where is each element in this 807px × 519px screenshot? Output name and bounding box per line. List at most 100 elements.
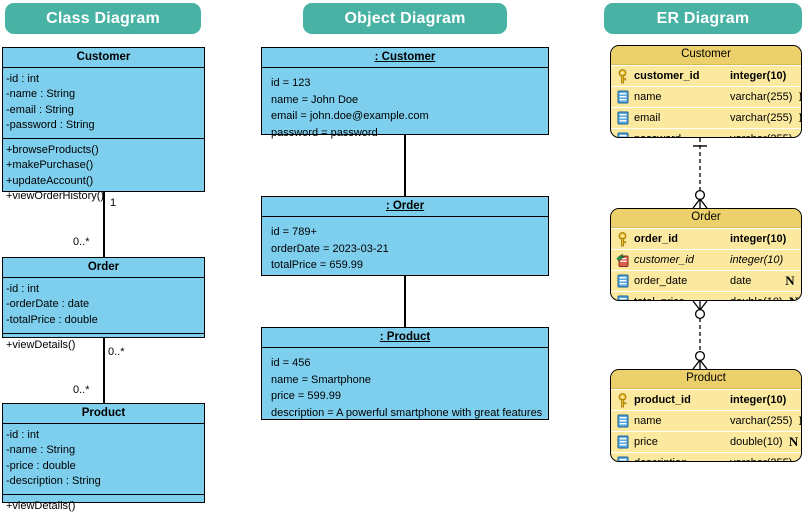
class-methods-customer: +browseProducts() +makePurchase() +updat… <box>3 138 204 209</box>
column-icon <box>611 90 634 104</box>
class-attributes-product: -id : int -name : String -price : double… <box>3 424 204 494</box>
er-column-type: varchar(255) <box>730 133 792 137</box>
object-slot: name = Smartphone <box>271 373 371 386</box>
er-column-row[interactable]: name varchar(255) N <box>611 410 801 431</box>
class-attribute: -id : int <box>6 283 40 295</box>
er-column-type: varchar(255) <box>730 91 793 103</box>
class-box-product[interactable]: Product -id : int -name : String -price … <box>2 403 205 512</box>
object-name-order: : Order <box>262 197 548 217</box>
object-link-order-product <box>404 276 406 327</box>
er-column-type: integer(10) <box>730 394 787 406</box>
er-table-order[interactable]: Order order_id integer(10) customer_id i… <box>610 208 802 301</box>
object-link-customer-order <box>404 135 406 196</box>
association-multiplicity: 0..* <box>108 346 125 358</box>
association-multiplicity: 0..* <box>73 384 90 396</box>
er-column-name: order_date <box>634 275 688 287</box>
er-column-name: email <box>634 112 661 124</box>
class-attribute: -price : double <box>6 459 76 472</box>
association-line-order-product <box>103 338 105 403</box>
er-column-name: total_price <box>634 296 730 300</box>
er-column-nullable: N <box>792 110 801 126</box>
class-methods-order: +viewDetails() <box>3 332 204 358</box>
key-icon <box>611 392 634 408</box>
foreign-key-icon <box>611 253 634 267</box>
er-column-type: date <box>730 275 752 287</box>
er-column-type: varchar(255) <box>730 457 792 461</box>
er-column-row[interactable]: description varchar(255) N <box>611 452 801 461</box>
column-icon <box>611 111 634 125</box>
er-column-type: varchar(255) <box>730 415 793 427</box>
er-table-name-customer: Customer <box>611 46 801 65</box>
class-attribute: -id : int <box>6 73 40 85</box>
object-slot: id = 789+ <box>271 226 317 238</box>
class-attribute: -orderDate : date <box>6 298 90 311</box>
er-column-name: customer_id <box>634 254 694 266</box>
er-column-row[interactable]: customer_id integer(10) <box>611 249 801 270</box>
class-box-customer[interactable]: Customer -id : int -name : String -email… <box>2 47 205 202</box>
object-slot: description = A powerful smartphone with… <box>271 406 543 419</box>
er-column-nullable: N <box>792 131 801 137</box>
er-column-nullable: N <box>783 294 801 300</box>
class-name-product: Product <box>3 404 204 424</box>
er-table-name-order: Order <box>611 209 801 228</box>
er-column-row[interactable]: password varchar(255) N <box>611 128 801 137</box>
class-attributes-customer: -id : int -name : String -email : String… <box>3 68 204 138</box>
object-slots-order: id = 789+ orderDate = 2023-03-21 totalPr… <box>262 217 548 282</box>
class-name-customer: Customer <box>3 48 204 68</box>
er-table-product[interactable]: Product product_id integer(10) name varc… <box>610 369 802 462</box>
er-column-name: price <box>634 436 658 448</box>
column-icon <box>611 274 634 288</box>
er-column-type: double(10) <box>730 296 783 300</box>
er-column-row[interactable]: order_id integer(10) <box>611 228 801 249</box>
er-column-row[interactable]: email varchar(255) N <box>611 107 801 128</box>
er-relationship-customer-order <box>692 138 708 208</box>
er-column-type: integer(10) <box>730 254 784 266</box>
class-attributes-order: -id : int -orderDate : date -totalPrice … <box>3 278 204 333</box>
column-icon <box>611 456 634 461</box>
object-box-order[interactable]: : Order id = 789+ orderDate = 2023-03-21… <box>261 196 549 276</box>
section-title-class-diagram: Class Diagram <box>46 9 160 27</box>
er-column-nullable: N <box>792 455 801 461</box>
er-column-nullable: N <box>792 89 801 105</box>
object-slots-product: id = 456 name = Smartphone price = 599.9… <box>262 348 548 429</box>
er-column-name: name <box>634 91 662 103</box>
er-column-row[interactable]: name varchar(255) N <box>611 86 801 107</box>
object-slot: id = 123 <box>271 77 311 89</box>
key-icon <box>611 231 634 247</box>
object-box-customer[interactable]: : Customer id = 123 name = John Doe emai… <box>261 47 549 139</box>
er-column-nullable: N <box>792 413 801 429</box>
er-column-row[interactable]: order_date date N <box>611 270 801 291</box>
class-name-order: Order <box>3 258 204 278</box>
section-title-object-diagram: Object Diagram <box>344 9 466 27</box>
object-slot: name = John Doe <box>271 93 359 106</box>
object-slot: orderDate = 2023-03-21 <box>271 242 389 255</box>
object-slots-customer: id = 123 name = John Doe email = john.do… <box>262 68 548 149</box>
er-column-row[interactable]: total_price double(10) N <box>611 291 801 300</box>
object-slot: price = 599.99 <box>271 390 342 403</box>
column-icon <box>611 435 634 449</box>
er-column-type: double(10) <box>730 436 783 448</box>
object-box-product[interactable]: : Product id = 456 name = Smartphone pri… <box>261 327 549 420</box>
object-slot: email = john.doe@example.com <box>271 110 429 123</box>
er-column-row[interactable]: product_id integer(10) <box>611 389 801 410</box>
class-attribute: -name : String <box>6 88 76 101</box>
er-relationship-order-product <box>692 301 708 369</box>
er-column-row[interactable]: customer_id integer(10) <box>611 65 801 86</box>
er-column-row[interactable]: price double(10) N <box>611 431 801 452</box>
section-header-er-diagram: ER Diagram <box>604 3 802 34</box>
object-slot: password = password <box>271 126 378 139</box>
er-column-name: customer_id <box>634 70 700 82</box>
column-icon <box>611 414 634 428</box>
er-column-name: name <box>634 415 662 427</box>
er-column-type: integer(10) <box>730 233 787 245</box>
class-method: +makePurchase() <box>6 159 94 172</box>
er-column-name: product_id <box>634 394 691 406</box>
class-method: +browseProducts() <box>6 144 99 157</box>
er-column-name: description <box>634 457 730 461</box>
er-table-customer[interactable]: Customer customer_id integer(10) name va… <box>610 45 802 138</box>
er-column-nullable: N <box>785 273 795 288</box>
association-line-customer-order <box>103 192 105 257</box>
section-title-er-diagram: ER Diagram <box>656 9 750 27</box>
section-header-class-diagram: Class Diagram <box>5 3 201 34</box>
class-box-order[interactable]: Order -id : int -orderDate : date -total… <box>2 257 205 351</box>
